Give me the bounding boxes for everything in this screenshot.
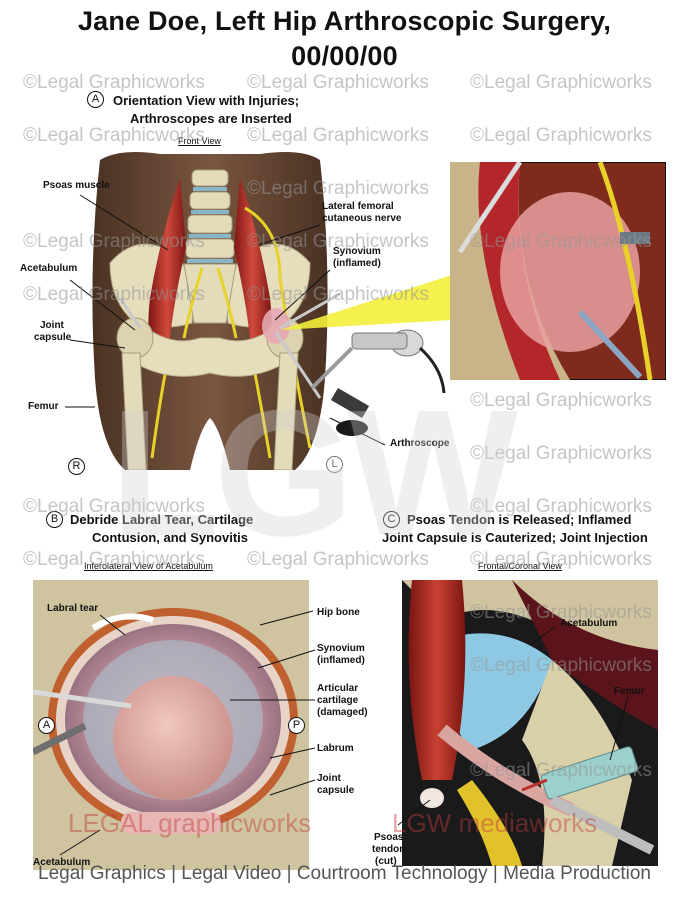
panel-a-heading-2: Arthroscopes are Inserted	[130, 111, 292, 126]
label-psoas-muscle: Psoas muscle	[43, 180, 110, 191]
panel-a-view: Front View	[178, 136, 221, 146]
lgw-large-watermark: LGW	[110, 373, 518, 574]
label-acetabulum-c: Acetabulum	[560, 618, 618, 629]
panel-b-view: Inferolateral View of Acetabulum	[84, 561, 213, 571]
watermark: ©Legal Graphicworks	[470, 72, 652, 93]
label-acetabulum-a: Acetabulum	[20, 263, 78, 274]
panel-c-heading-2: Joint Capsule is Cauterized; Joint Injec…	[382, 530, 648, 545]
label-joint-capsule-a-1: Joint	[40, 320, 64, 331]
label-cartilage-1: Articular	[317, 683, 359, 694]
panel-a-heading-1: Orientation View with Injuries;	[113, 93, 300, 108]
panel-c-letter: C	[383, 511, 400, 528]
label-femur-c: Femur	[614, 686, 645, 697]
watermark: ©Legal Graphicworks	[247, 125, 429, 146]
panel-b-heading-2: Contusion, and Synovitis	[92, 530, 249, 545]
brand-right: LGW mediaworks	[392, 808, 598, 838]
label-synovium-a-1: Synovium	[333, 246, 381, 257]
page-title: Jane Doe, Left Hip Arthroscopic Surgery,	[77, 6, 612, 36]
coronal-illustration	[402, 580, 658, 866]
right-side-marker: R	[68, 458, 85, 475]
label-arthroscope: Arthroscope	[390, 438, 450, 449]
watermark: ©Legal Graphicworks	[470, 125, 652, 146]
arthroscope-device	[310, 329, 446, 436]
anterior-marker: A	[38, 717, 55, 734]
label-labrum: Labrum	[317, 743, 354, 754]
panel-c-heading-1: Psoas Tendon is Released; Inflamed	[407, 512, 632, 527]
label-cartilage-3: (damaged)	[317, 707, 368, 718]
label-synovium-b-1: Synovium	[317, 643, 365, 654]
label-joint-capsule-b-1: Joint	[317, 773, 341, 784]
panel-b-heading-1: Debride Labral Tear, Cartilage	[70, 512, 254, 527]
label-synovium-b-2: (inflamed)	[317, 655, 365, 666]
panel-b-letter: B	[46, 511, 63, 528]
watermark: ©Legal Graphicworks	[23, 72, 205, 93]
label-cartilage-2: cartilage	[317, 695, 359, 706]
posterior-marker: P	[288, 717, 305, 734]
label-femur-a: Femur	[28, 401, 59, 412]
label-hip-bone: Hip bone	[317, 607, 360, 618]
panel-a-inset-zoom	[450, 162, 666, 380]
label-psoas-tendon-2: tendon	[372, 844, 406, 855]
label-acetabulum-b: Acetabulum	[33, 857, 91, 868]
label-psoas-tendon-1: Psoas	[374, 832, 404, 843]
watermark: ©Legal Graphicworks	[247, 72, 429, 93]
label-lfcn-1: Lateral femoral	[322, 201, 394, 212]
page-title-date: 00/00/00	[291, 41, 398, 71]
panel-b-leader-lines	[59, 610, 316, 856]
label-synovium-a-2: (inflamed)	[333, 258, 381, 269]
panel-a-letter: A	[87, 91, 104, 108]
label-lfcn-2: cutaneous nerve	[322, 213, 402, 224]
acetabulum-illustration	[33, 580, 309, 870]
left-side-marker: L	[326, 456, 343, 473]
panel-c-leader-lines	[397, 626, 629, 826]
label-labral-tear: Labral tear	[47, 603, 99, 614]
footer: Legal Graphics | Legal Video | Courtroom…	[38, 863, 651, 884]
label-joint-capsule-b-2: capsule	[317, 785, 355, 796]
panel-a-leader-lines	[65, 194, 452, 446]
panel-c-view: Frontal/Coronal View	[478, 561, 562, 571]
label-psoas-tendon-3: (cut)	[375, 856, 397, 867]
label-joint-capsule-a-2: capsule	[34, 332, 72, 343]
pelvis-illustration	[92, 152, 340, 470]
brand-left: LEGAL graphicworks	[68, 808, 312, 838]
